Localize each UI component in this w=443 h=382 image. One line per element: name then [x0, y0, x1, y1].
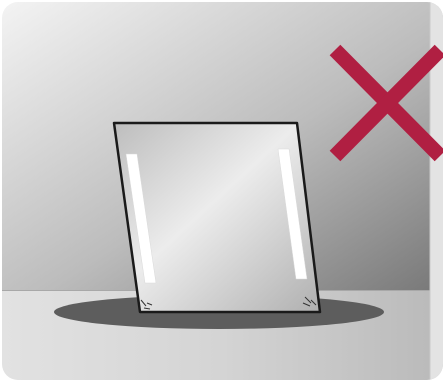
mirror: [114, 123, 320, 312]
